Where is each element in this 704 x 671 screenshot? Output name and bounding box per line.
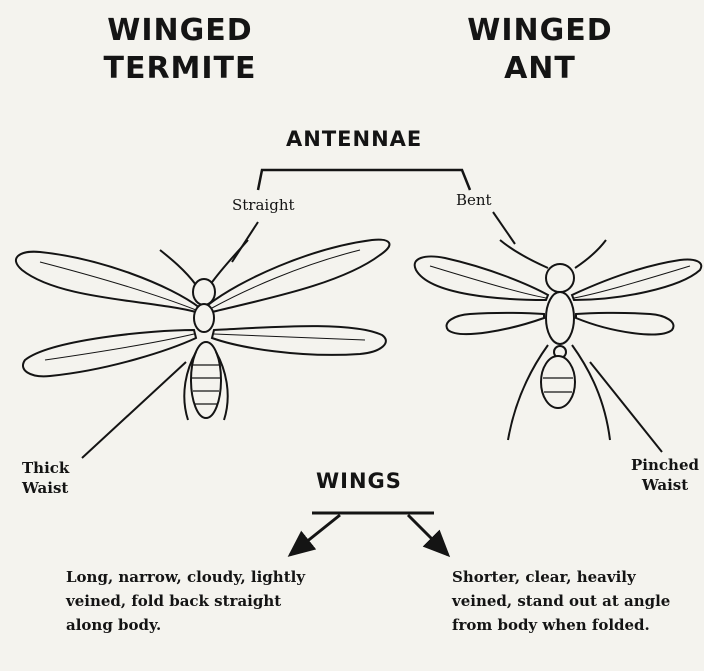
termite-illustration <box>16 240 390 420</box>
ant-illustration <box>415 240 702 440</box>
wings-arrows <box>290 513 448 555</box>
antennae-bracket <box>258 170 470 190</box>
